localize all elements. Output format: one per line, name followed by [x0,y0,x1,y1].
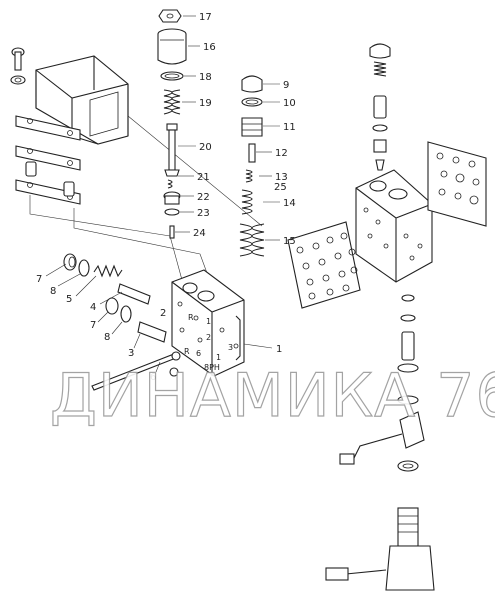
callout-12: 12 [275,148,288,159]
callout-13: 13 [275,172,288,183]
callout-7-top: 7 [36,274,42,285]
callout-2: 2 [160,308,166,319]
right-lower-parts [325,294,435,591]
callout-17: 17 [199,12,212,23]
gasket-plate [287,221,361,309]
callout-9: 9 [283,80,289,91]
mark-8ph: 8PH [204,363,220,372]
right-valve-body [355,169,433,283]
callout-21: 21 [197,172,210,183]
callout-15: 15 [283,236,296,247]
watermark-text: ДИНАМИКА 76 [50,361,495,431]
center-column-parts [157,9,187,239]
callout-7-bottom: 7 [90,320,96,331]
callout-10: 10 [283,98,296,109]
callout-25: 25 [274,182,287,193]
mark-r-front: R [184,347,190,356]
left-small-parts [63,253,181,391]
solenoid-cover [35,55,129,145]
callout-22: 22 [197,192,210,203]
callout-19: 19 [199,98,212,109]
callout-5: 5 [66,294,72,305]
mark-3-front: 3 [228,343,233,352]
cover-gaskets [15,115,81,205]
mark-r-top: R [188,313,194,322]
callout-18: 18 [199,72,212,83]
mark-1-front: 1 [216,353,221,362]
mark-2-front: 2 [206,333,211,342]
callout-23: 23 [197,208,210,219]
mark-6-front: 6 [196,349,201,358]
main-valve-body [171,269,245,377]
callout-14: 14 [283,198,296,209]
right-gasket-plate [427,141,487,227]
right-top-parts [369,43,391,171]
callout-16: 16 [203,42,216,53]
middle-column-parts [239,75,265,257]
leader-lines [45,15,280,373]
callout-11: 11 [283,122,296,133]
callout-8-bottom: 8 [104,332,110,343]
callout-20: 20 [199,142,212,153]
callout-8-top: 8 [50,286,56,297]
callout-3: 3 [128,348,134,359]
callout-6: 6 [150,372,156,383]
callout-1: 1 [276,344,282,355]
cover-screw [10,47,26,85]
callout-24: 24 [193,228,206,239]
callout-labels: 17 16 18 19 20 21 22 23 24 9 10 11 12 13… [36,12,296,383]
mark-1-top: 1 [206,317,211,326]
block-markings: R 1 R 2 6 3 1 8PH [184,313,233,372]
callout-4: 4 [90,302,96,313]
